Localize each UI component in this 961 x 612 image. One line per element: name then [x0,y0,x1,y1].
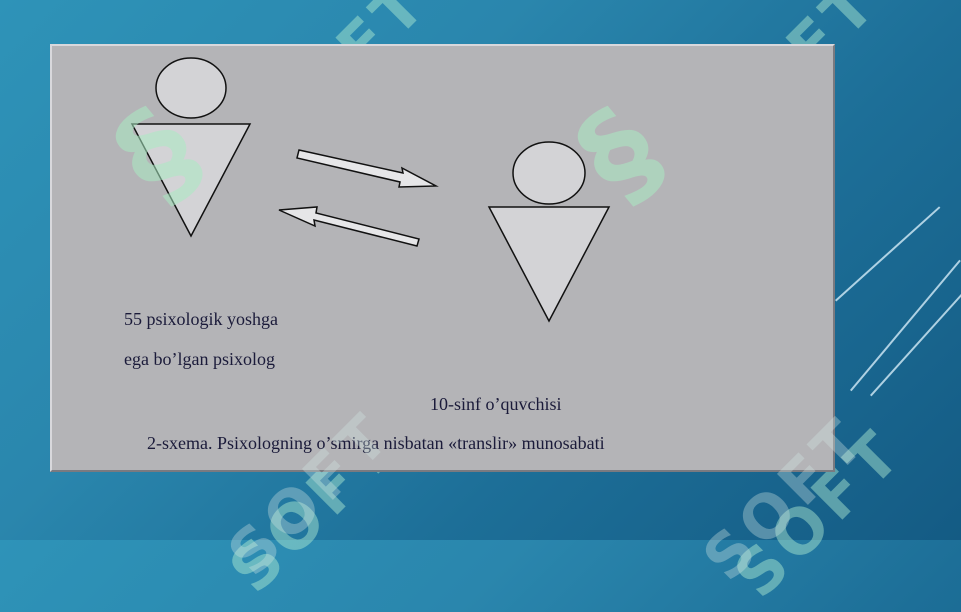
arrow-to-psychologist [278,206,420,247]
left-person-label-line1: 55 psixologik yoshga [124,309,279,329]
diagram-caption: 2-sxema. Psixologning o’smirga nisbatan … [147,433,605,453]
left-person-label-line2: ega bo’lgan psixolog [124,349,275,369]
background-line [870,276,961,397]
diagram-canvas [130,57,611,323]
right-person-label: 10-sinf o’quvchisi [430,394,562,414]
arrow-to-student [296,149,439,188]
right-person-head [512,141,586,205]
left-person-head [155,57,227,119]
background-line [850,259,961,391]
background-line [835,206,941,302]
left-person-body [130,123,252,238]
diagram-slide: 55 psixologik yoshga ega bo’lgan psixolo… [50,44,835,472]
right-person-body [487,206,611,323]
